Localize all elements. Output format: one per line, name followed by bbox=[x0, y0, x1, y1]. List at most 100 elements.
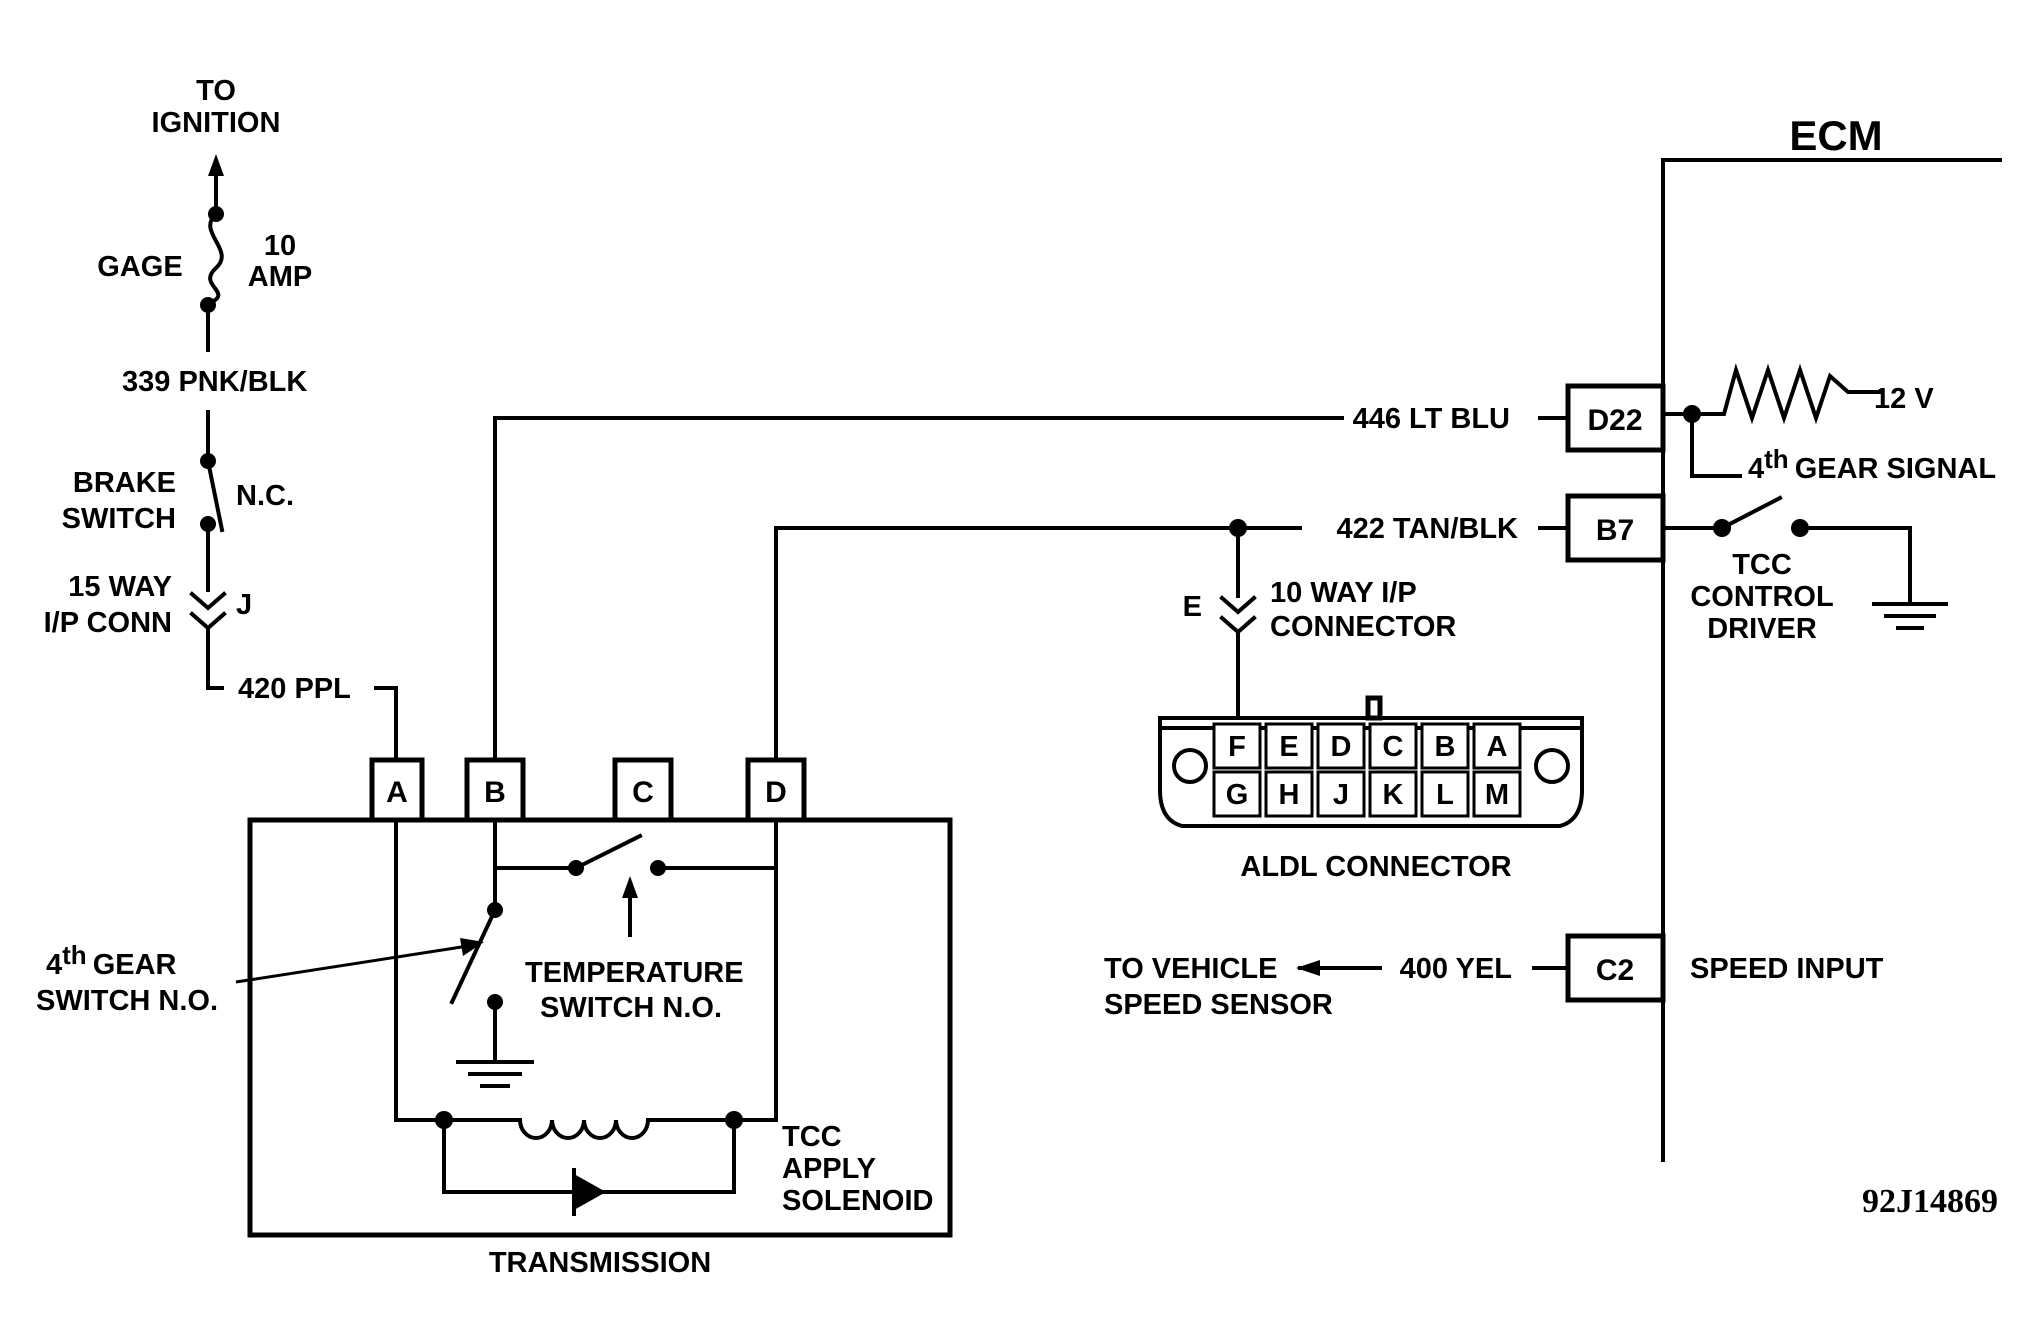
transmission-pin-b: B bbox=[464, 757, 526, 823]
ecm-pin-d22: D22 bbox=[1565, 383, 1666, 453]
aldl-pin-label-h: H bbox=[1279, 779, 1300, 811]
aldl-pin-label-e: E bbox=[1279, 731, 1298, 763]
aldl-pin-label-j: J bbox=[1333, 779, 1349, 811]
to-ignition-label-2: IGNITION bbox=[152, 107, 281, 139]
aldl-pin-cell-l bbox=[1420, 770, 1470, 818]
arrow-up-icon bbox=[622, 876, 638, 898]
tcc-driver-label-1: TCC bbox=[1732, 549, 1792, 581]
ignition-feed: TO IGNITION bbox=[152, 75, 281, 214]
ten-way-pin-label: E bbox=[1183, 591, 1202, 623]
aldl-pin-label-l: L bbox=[1436, 779, 1454, 811]
tcc-apply-solenoid: TCC APPLY SOLENOID bbox=[435, 1111, 933, 1217]
gear4-switch-label-suffix: GEAR bbox=[93, 949, 177, 981]
arrow-up-icon bbox=[208, 154, 224, 176]
svg-text:D22: D22 bbox=[1587, 404, 1642, 437]
wire-422-label: 422 TAN/BLK bbox=[1336, 513, 1518, 545]
diode-icon bbox=[574, 1174, 606, 1210]
aldl-pin-cell-g bbox=[1212, 770, 1262, 818]
wire-400-label: 400 YEL bbox=[1400, 953, 1512, 985]
gear4-switch-label-2: SWITCH N.O. bbox=[36, 985, 218, 1017]
brake-switch-label-2: SWITCH bbox=[62, 503, 176, 535]
wire-420-label: 420 PPL bbox=[238, 673, 351, 705]
aldl-mount-hole-left bbox=[1172, 748, 1208, 784]
to-vss-label-1: TO VEHICLE bbox=[1104, 953, 1278, 985]
aldl-pin-cell-e bbox=[1264, 722, 1314, 770]
temp-switch-label-1: TEMPERATURE bbox=[525, 957, 744, 989]
transmission-pin-c: C bbox=[612, 757, 674, 823]
aldl-pin-cell-b bbox=[1420, 722, 1470, 770]
aldl-pin-cell-d bbox=[1316, 722, 1366, 770]
svg-text:D: D bbox=[765, 776, 787, 809]
aldl-pin-label-d: D bbox=[1331, 731, 1352, 763]
aldl-pin-label-g: G bbox=[1226, 779, 1249, 811]
aldl-pin-cell-a bbox=[1472, 722, 1522, 770]
brake-nc-label: N.C. bbox=[236, 480, 294, 512]
arrow-right-icon bbox=[460, 938, 484, 956]
ip-conn-label-2: I/P CONN bbox=[44, 607, 172, 639]
figure-reference: 92J14869 bbox=[1862, 1183, 1998, 1220]
gear4-signal-label-sup: th bbox=[1764, 444, 1789, 474]
wire-400: TO VEHICLE SPEED SENSOR 400 YEL bbox=[1104, 953, 1570, 1021]
tcc-driver-label-2: CONTROL bbox=[1690, 581, 1833, 613]
ecm-pin-b7: B7 bbox=[1565, 493, 1666, 563]
aldl-pin-label-c: C bbox=[1383, 731, 1404, 763]
aldl-key-tab bbox=[1365, 695, 1383, 721]
fuse-rating-2: AMP bbox=[248, 261, 312, 293]
tcc-control-driver: TCC CONTROL DRIVER bbox=[1661, 495, 1948, 645]
transmission-pin-d: D bbox=[745, 757, 807, 823]
temp-switch-label-2: SWITCH N.O. bbox=[540, 992, 722, 1024]
brake-switch-label-1: BRAKE bbox=[73, 467, 176, 499]
gear4-switch-label-prefix: 4 bbox=[46, 949, 62, 981]
ip-conn-pin-label: J bbox=[236, 589, 252, 621]
gage-fuse: GAGE 10 AMP bbox=[97, 206, 312, 352]
transmission: A B C D TEMPERATURE SWITCH N.O. bbox=[36, 757, 953, 1279]
speed-input-label: SPEED INPUT bbox=[1690, 953, 1884, 985]
gage-label: GAGE bbox=[97, 251, 182, 283]
aldl-pin-cell-f bbox=[1212, 722, 1262, 770]
ten-way-label-2: CONNECTOR bbox=[1270, 611, 1456, 643]
volt-12-label: 12 V bbox=[1874, 383, 1934, 415]
to-ignition-label-1: TO bbox=[196, 75, 236, 107]
aldl-pin-cell-k bbox=[1368, 770, 1418, 818]
aldl-mount-hole-right bbox=[1534, 748, 1570, 784]
ten-way-label-1: 10 WAY I/P bbox=[1270, 577, 1417, 609]
wire-339-label: 339 PNK/BLK bbox=[122, 366, 307, 398]
aldl-pin-label-f: F bbox=[1228, 731, 1246, 763]
transmission-housing bbox=[247, 817, 953, 1238]
to-vss-label-2: SPEED SENSOR bbox=[1104, 989, 1333, 1021]
resistor-icon bbox=[1690, 363, 1884, 425]
svg-text:C2: C2 bbox=[1596, 954, 1634, 987]
gear4-signal-label-prefix: 4 bbox=[1748, 453, 1764, 485]
ip-conn-label-1: 15 WAY bbox=[68, 571, 172, 603]
ip-connector-15-way: 15 WAY I/P CONN J 420 PPL bbox=[44, 571, 398, 762]
aldl-pin-cell-m bbox=[1472, 770, 1522, 818]
tcc-solenoid-label-1: TCC bbox=[782, 1121, 842, 1153]
transmission-label: TRANSMISSION bbox=[489, 1247, 711, 1279]
svg-text:A: A bbox=[386, 776, 408, 809]
wire-422: 422 TAN/BLK bbox=[774, 513, 1570, 762]
gear4-switch-label-sup: th bbox=[62, 940, 87, 970]
aldl-connector-label: ALDL CONNECTOR bbox=[1240, 851, 1511, 883]
aldl-pin-label-b: B bbox=[1435, 731, 1456, 763]
fuse-rating-1: 10 bbox=[264, 230, 296, 262]
aldl-pin-label-k: K bbox=[1383, 779, 1404, 811]
tcc-solenoid-label-3: SOLENOID bbox=[782, 1185, 933, 1217]
transmission-pin-a: A bbox=[369, 757, 425, 823]
wire-446-label: 446 LT BLU bbox=[1353, 403, 1510, 435]
svg-text:B7: B7 bbox=[1596, 514, 1634, 547]
aldl-pin-label-a: A bbox=[1487, 731, 1508, 763]
tcc-solenoid-label-2: APPLY bbox=[782, 1153, 876, 1185]
tcc-driver-label-3: DRIVER bbox=[1707, 613, 1817, 645]
brake-switch: BRAKE SWITCH N.C. bbox=[62, 410, 294, 592]
ten-way-ip-connector: E 10 WAY I/P CONNECTOR bbox=[1183, 526, 1456, 720]
aldl-pin-cell-j bbox=[1316, 770, 1366, 818]
gear4-signal-label-suffix: GEAR SIGNAL bbox=[1795, 453, 1996, 485]
svg-text:C: C bbox=[632, 776, 654, 809]
